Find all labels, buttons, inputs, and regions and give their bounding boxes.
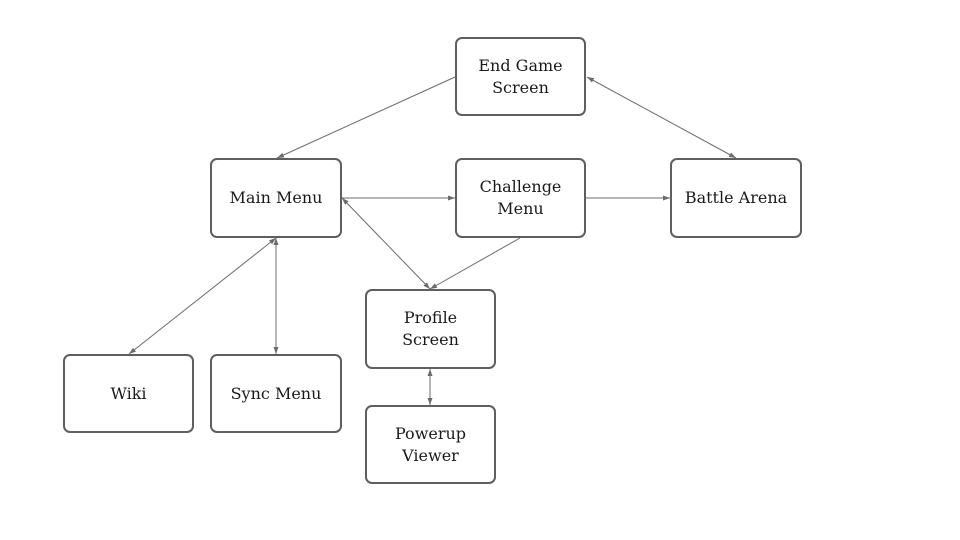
node-label: Battle Arena [684,188,788,207]
node-wiki: Wiki [63,354,194,433]
edge-endgame-to-mainmenu [276,76,456,159]
node-label: Main Menu [229,188,323,207]
node-label: Powerup Viewer [394,423,467,465]
edge-mainmenu-wiki [128,237,277,355]
node-sync-menu: Sync Menu [210,354,342,433]
node-challenge-menu: Challenge Menu [455,158,586,238]
edge-endgame-battlearena [586,76,737,159]
node-end-game-screen: End Game Screen [455,37,586,116]
node-profile-screen: Profile Screen [365,289,496,369]
node-label: End Game Screen [478,55,563,97]
edge-mainmenu-profile [341,197,431,290]
node-main-menu: Main Menu [210,158,342,238]
node-battle-arena: Battle Arena [670,158,802,238]
edge-challenge-to-profile [429,237,521,290]
node-label: Challenge Menu [479,177,562,218]
node-label: Sync Menu [230,383,322,403]
node-label: Profile Screen [402,308,459,349]
node-powerup-viewer: Powerup Viewer [365,405,496,484]
node-label: Wiki [110,383,147,403]
